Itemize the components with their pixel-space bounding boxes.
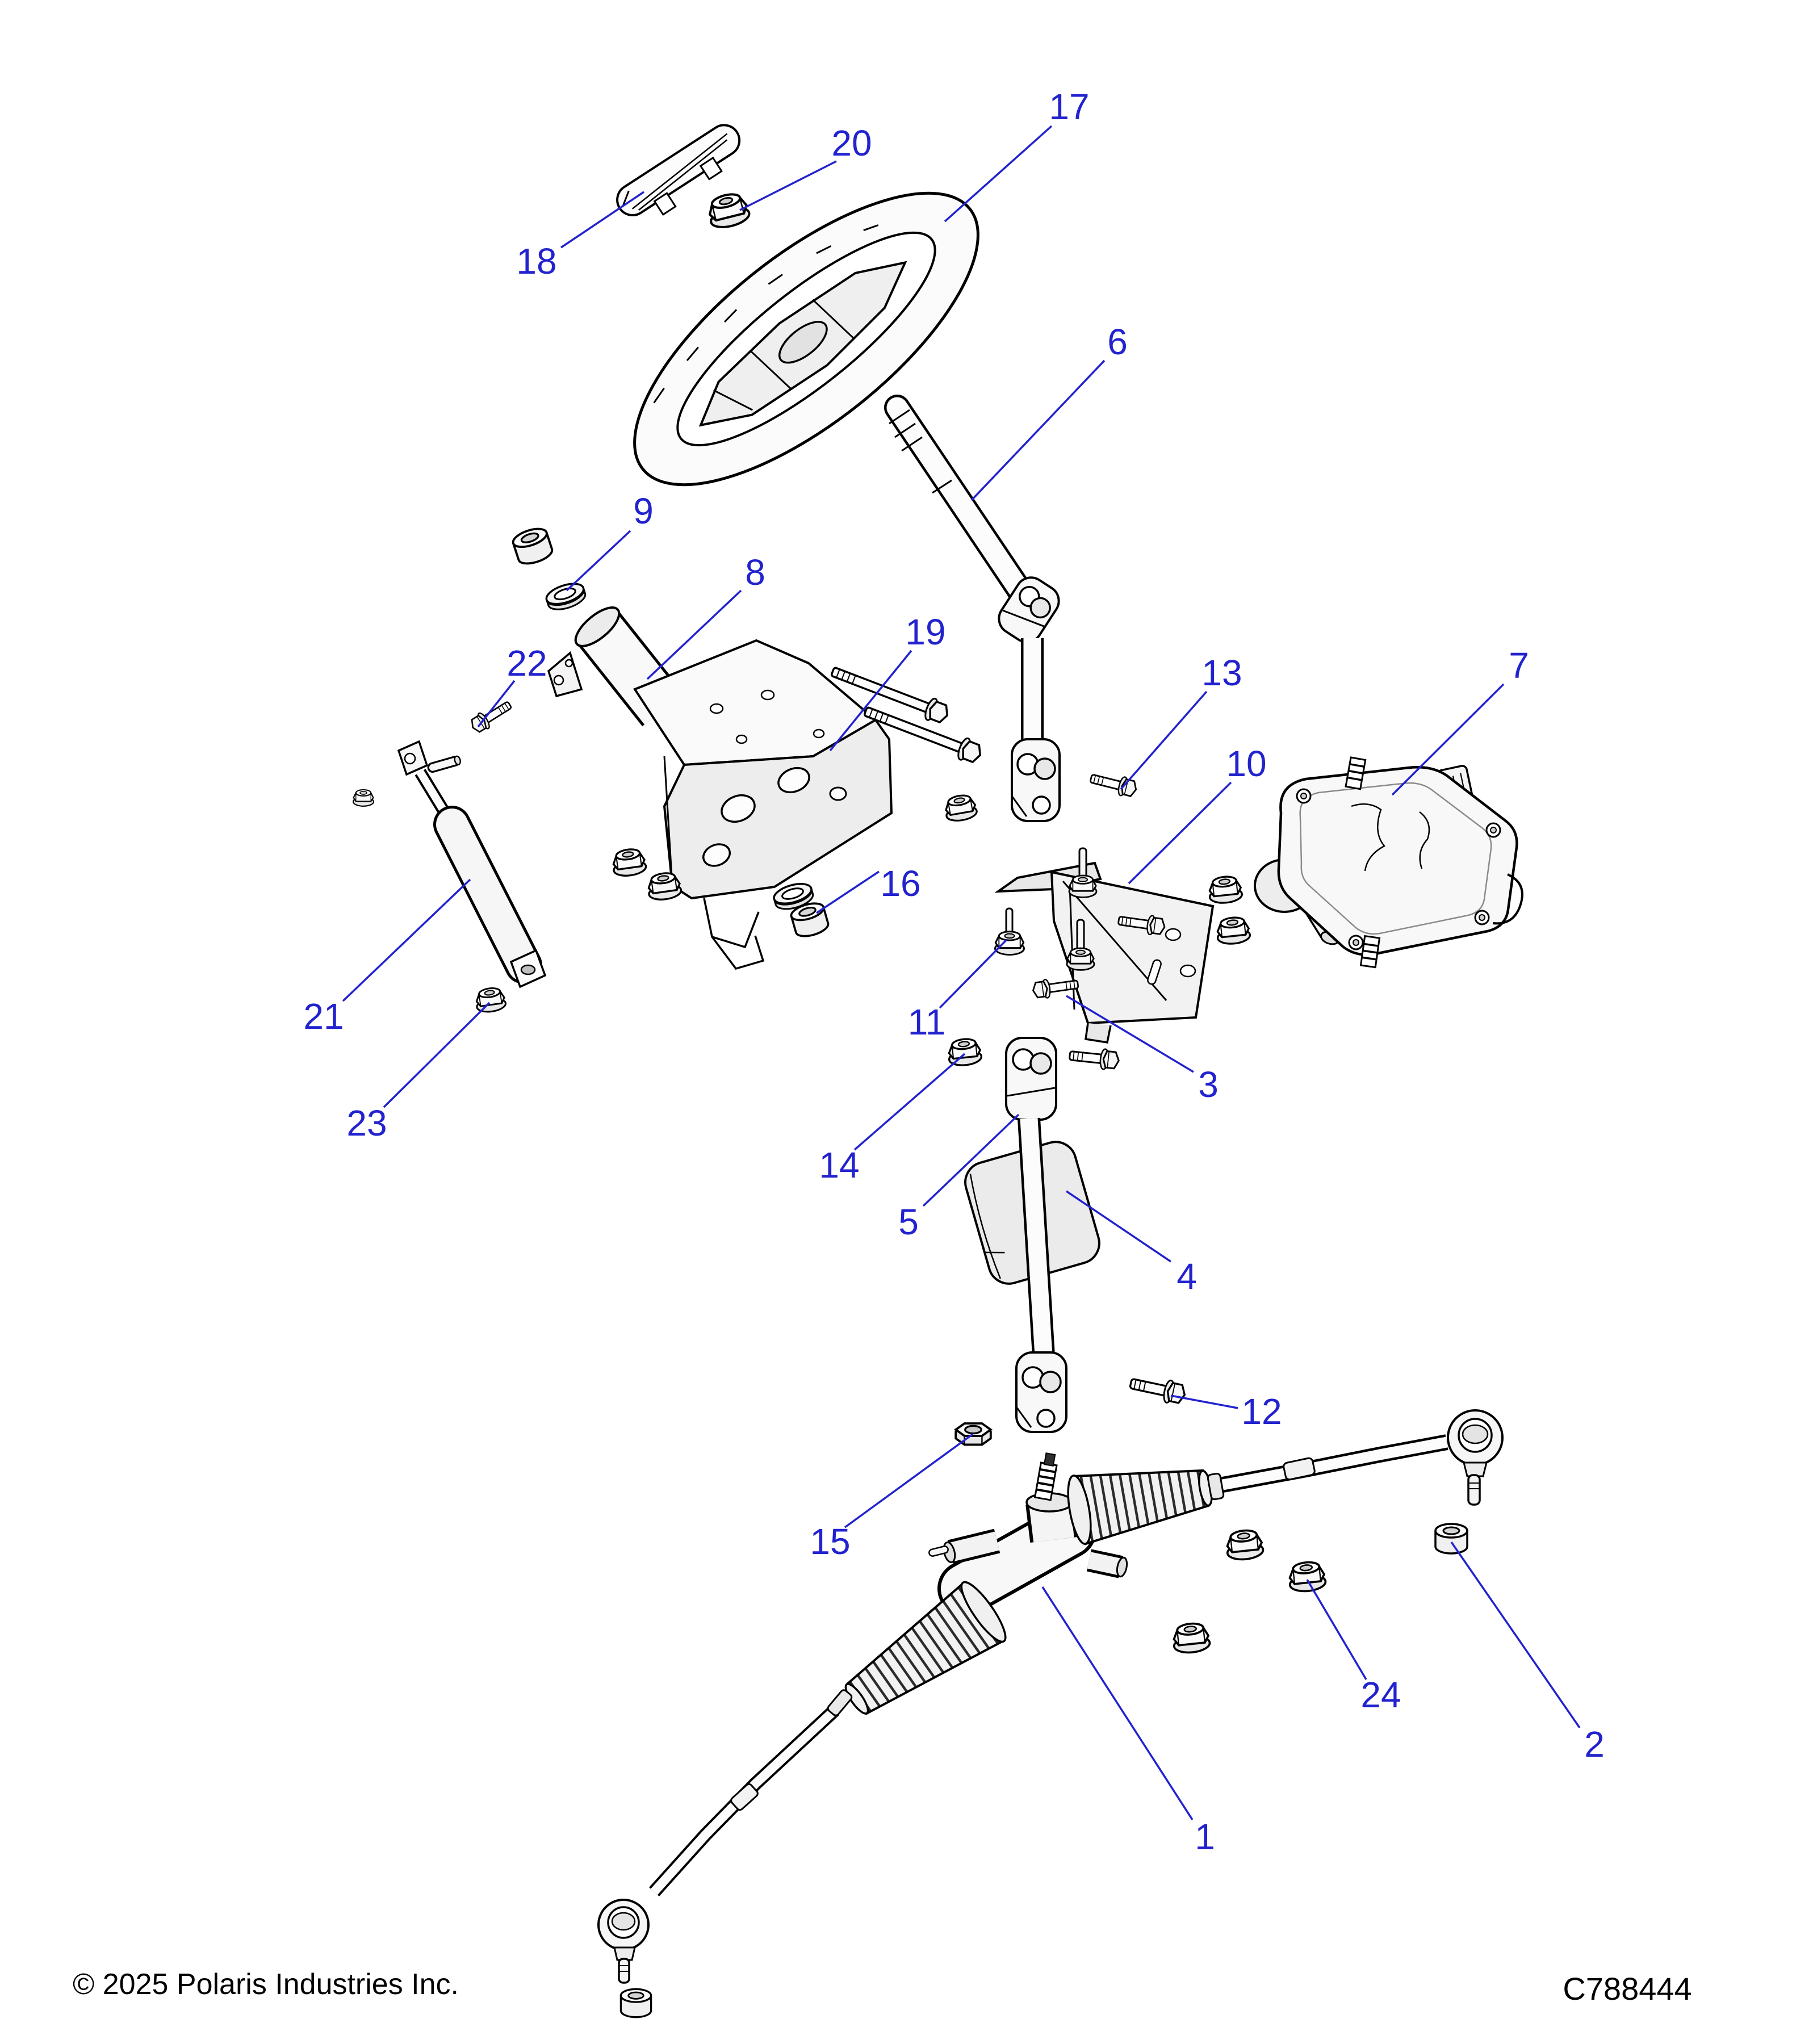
callout-label-10: 10 — [1226, 743, 1266, 784]
callout-leader-23 — [383, 1002, 491, 1108]
strut-nut-part — [474, 985, 508, 1015]
callout-leader-19 — [829, 650, 912, 752]
callout-leader-6 — [970, 359, 1106, 501]
callout-leader-12 — [1170, 1394, 1238, 1409]
callout-label-15: 15 — [810, 1521, 850, 1562]
callout-label-8: 8 — [745, 552, 765, 593]
column-bushings-part — [509, 524, 589, 615]
tie-rod-end-right-part — [1447, 1409, 1504, 1506]
callout-label-16: 16 — [880, 863, 920, 904]
callout-label-4: 4 — [1177, 1256, 1197, 1297]
callout-leader-14 — [853, 1053, 966, 1151]
steering-wheel-nut-part — [706, 191, 751, 231]
callout-leader-16 — [816, 870, 880, 914]
callout-leader-4 — [1066, 1190, 1171, 1263]
callout-label-18: 18 — [516, 241, 556, 282]
strut-screw-part — [467, 696, 516, 736]
pinch-bolt-part — [1067, 1044, 1121, 1072]
rack-and-pinion-part — [597, 1409, 1504, 2018]
callout-leader-5 — [922, 1113, 1020, 1207]
callout-leader-15 — [844, 1433, 974, 1528]
callout-leader-21 — [342, 878, 471, 1002]
callout-label-7: 7 — [1509, 645, 1529, 686]
callout-label-2: 2 — [1584, 1724, 1605, 1765]
callout-label-12: 12 — [1241, 1391, 1282, 1432]
callout-label-6: 6 — [1107, 321, 1128, 362]
rack-bushing-part — [1434, 1523, 1468, 1555]
copyright-text: © 2025 Polaris Industries Inc. — [73, 1968, 459, 2001]
intermediate-shaft-part — [964, 1037, 1100, 1433]
callout-leader-20 — [739, 160, 837, 211]
callout-label-1: 1 — [1195, 1816, 1215, 1857]
callout-leader-3 — [1066, 995, 1194, 1073]
callout-label-19: 19 — [905, 611, 945, 652]
callout-leader-11 — [939, 939, 1008, 1009]
lower-joint-nut-part — [954, 1422, 992, 1446]
callout-label-5: 5 — [898, 1201, 919, 1242]
callout-leader-13 — [1120, 690, 1208, 790]
callout-label-20: 20 — [831, 123, 872, 164]
callout-leader-18 — [560, 191, 644, 249]
stud-and-nut-part — [946, 907, 1025, 1068]
callout-label-21: 21 — [303, 996, 344, 1037]
steering-wheel-part — [633, 191, 979, 487]
lower-joint-bolt-part — [1127, 1371, 1188, 1407]
small-nut-part — [352, 789, 375, 807]
tilt-strut-part — [397, 740, 547, 989]
callout-leader-9 — [566, 530, 631, 592]
callout-label-11: 11 — [908, 1002, 945, 1042]
callout-leader-1 — [1041, 1586, 1194, 1820]
callout-leader-17 — [944, 125, 1053, 223]
eps-bracket-part — [994, 847, 1252, 1044]
steering-wheel-cap-part — [616, 124, 741, 216]
callout-leader-2 — [1450, 1542, 1581, 1728]
callout-leader-24 — [1306, 1579, 1367, 1680]
eps-bolt-part — [1087, 768, 1140, 800]
eps-power-steering-unit-part — [1254, 756, 1523, 969]
tie-rod-end-left-part — [597, 1899, 652, 2018]
callout-label-24: 24 — [1360, 1674, 1401, 1715]
callout-leader-22 — [477, 680, 516, 728]
callout-label-9: 9 — [633, 491, 654, 531]
callout-label-22: 22 — [506, 643, 547, 684]
callout-label-3: 3 — [1198, 1064, 1219, 1105]
callout-leader-7 — [1391, 683, 1505, 796]
callout-label-23: 23 — [346, 1103, 387, 1144]
callout-leader-10 — [1128, 781, 1232, 885]
upper-steering-shaft-part — [884, 395, 1061, 824]
part-code-text: C788444 — [1563, 1971, 1692, 2007]
callout-label-13: 13 — [1201, 652, 1242, 693]
callout-leader-8 — [646, 589, 742, 680]
callout-label-17: 17 — [1049, 86, 1089, 127]
callout-label-14: 14 — [819, 1145, 859, 1186]
column-bracket-part — [547, 606, 893, 970]
